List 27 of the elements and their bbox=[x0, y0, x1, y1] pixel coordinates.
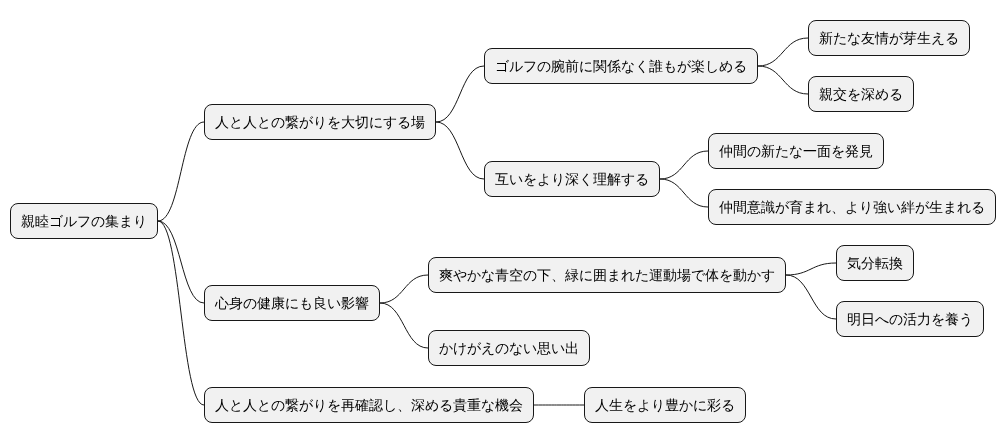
connector-line bbox=[379, 274, 429, 304]
topic-box: 気分転換 bbox=[836, 245, 914, 281]
connector-line bbox=[157, 121, 205, 222]
topic-box: 人と人との繋がりを再確認し、深める貴重な機会 bbox=[204, 387, 534, 423]
connector-line bbox=[157, 220, 205, 406]
topic-box: 人と人との繋がりを大切にする場 bbox=[204, 104, 436, 140]
connector-line bbox=[785, 274, 837, 320]
connector-line bbox=[659, 178, 709, 208]
topic-box: 親交を深める bbox=[808, 76, 914, 112]
connector-line bbox=[435, 65, 485, 123]
connector-line bbox=[659, 150, 709, 180]
topic-box: 仲間意識が育まれ、より強い絆が生まれる bbox=[708, 189, 996, 225]
topic-box: かけがえのない思い出 bbox=[428, 330, 590, 366]
connector-line bbox=[785, 262, 837, 276]
topic-box: 仲間の新たな一面を発見 bbox=[708, 133, 884, 169]
topic-box: 爽やかな青空の下、緑に囲まれた運動場で体を動かす bbox=[428, 257, 786, 293]
topic-box: 心身の健康にも良い影響 bbox=[204, 285, 380, 321]
topic-box: 互いをより深く理解する bbox=[484, 161, 660, 197]
topic-box: 明日への活力を養う bbox=[836, 301, 984, 337]
topic-box: ゴルフの腕前に関係なく誰もが楽しめる bbox=[484, 48, 758, 84]
connector-line bbox=[757, 65, 809, 95]
topic-box: 新たな友情が芽生える bbox=[808, 20, 970, 56]
connector-line bbox=[379, 302, 429, 349]
connector-line bbox=[435, 121, 485, 180]
topic-box: 親睦ゴルフの集まり bbox=[10, 203, 158, 239]
topic-box: 人生をより豊かに彩る bbox=[584, 387, 746, 423]
connector-line bbox=[533, 404, 585, 406]
